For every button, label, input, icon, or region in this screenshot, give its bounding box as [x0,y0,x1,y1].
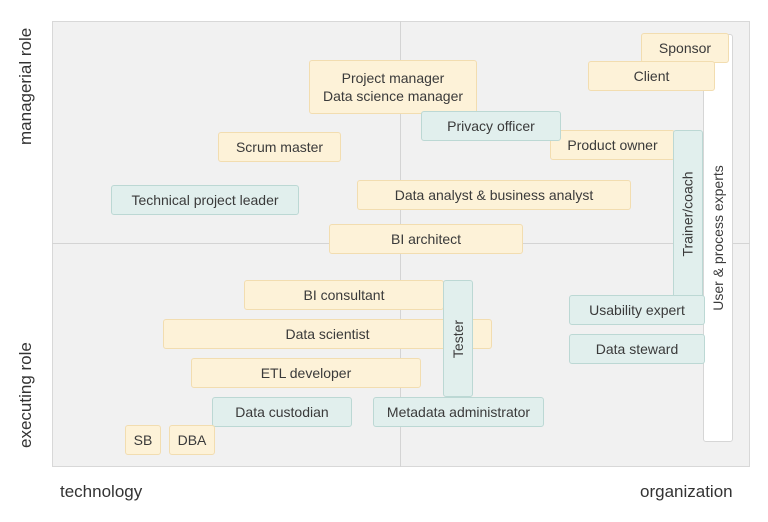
x-axis-label-technology: technology [60,482,143,501]
role-trainer-coach-label: Trainer/coach [680,171,697,257]
role-product-owner: Product owner [550,130,675,160]
role-metadata-administrator: Metadata administrator [373,397,544,427]
role-dba: DBA [169,425,215,455]
role-usability-expert: Usability expert [569,295,705,325]
y-axis-label-managerial: managerial role [16,27,35,145]
y-axis-label-executing: executing role [16,342,35,448]
role-technical-project-leader: Technical project leader [111,185,299,215]
role-bi-consultant: BI consultant [244,280,444,310]
role-data-steward: Data steward [569,334,705,364]
role-etl-developer: ETL developer [191,358,421,388]
role-trainer-coach: Trainer/coach [673,130,703,298]
role-scrum-master: Scrum master [218,132,341,162]
role-bi-architect: BI architect [329,224,523,254]
role-tester-label: Tester [450,319,466,358]
role-client: Client [588,61,715,91]
role-data-analyst: Data analyst & business analyst [357,180,631,210]
role-data-custodian: Data custodian [212,397,352,427]
role-privacy-officer: Privacy officer [421,111,561,141]
role-data-scientist: Data scientist [163,319,492,349]
role-user-process-experts-label: User & process experts [710,165,726,311]
x-axis-label-organization: organization [640,482,733,501]
role-sponsor: Sponsor [641,33,729,63]
role-sb: SB [125,425,161,455]
role-tester: Tester [443,280,473,397]
role-project-manager: Project manager Data science manager [309,60,477,114]
role-user-process-experts: User & process experts [703,34,733,442]
